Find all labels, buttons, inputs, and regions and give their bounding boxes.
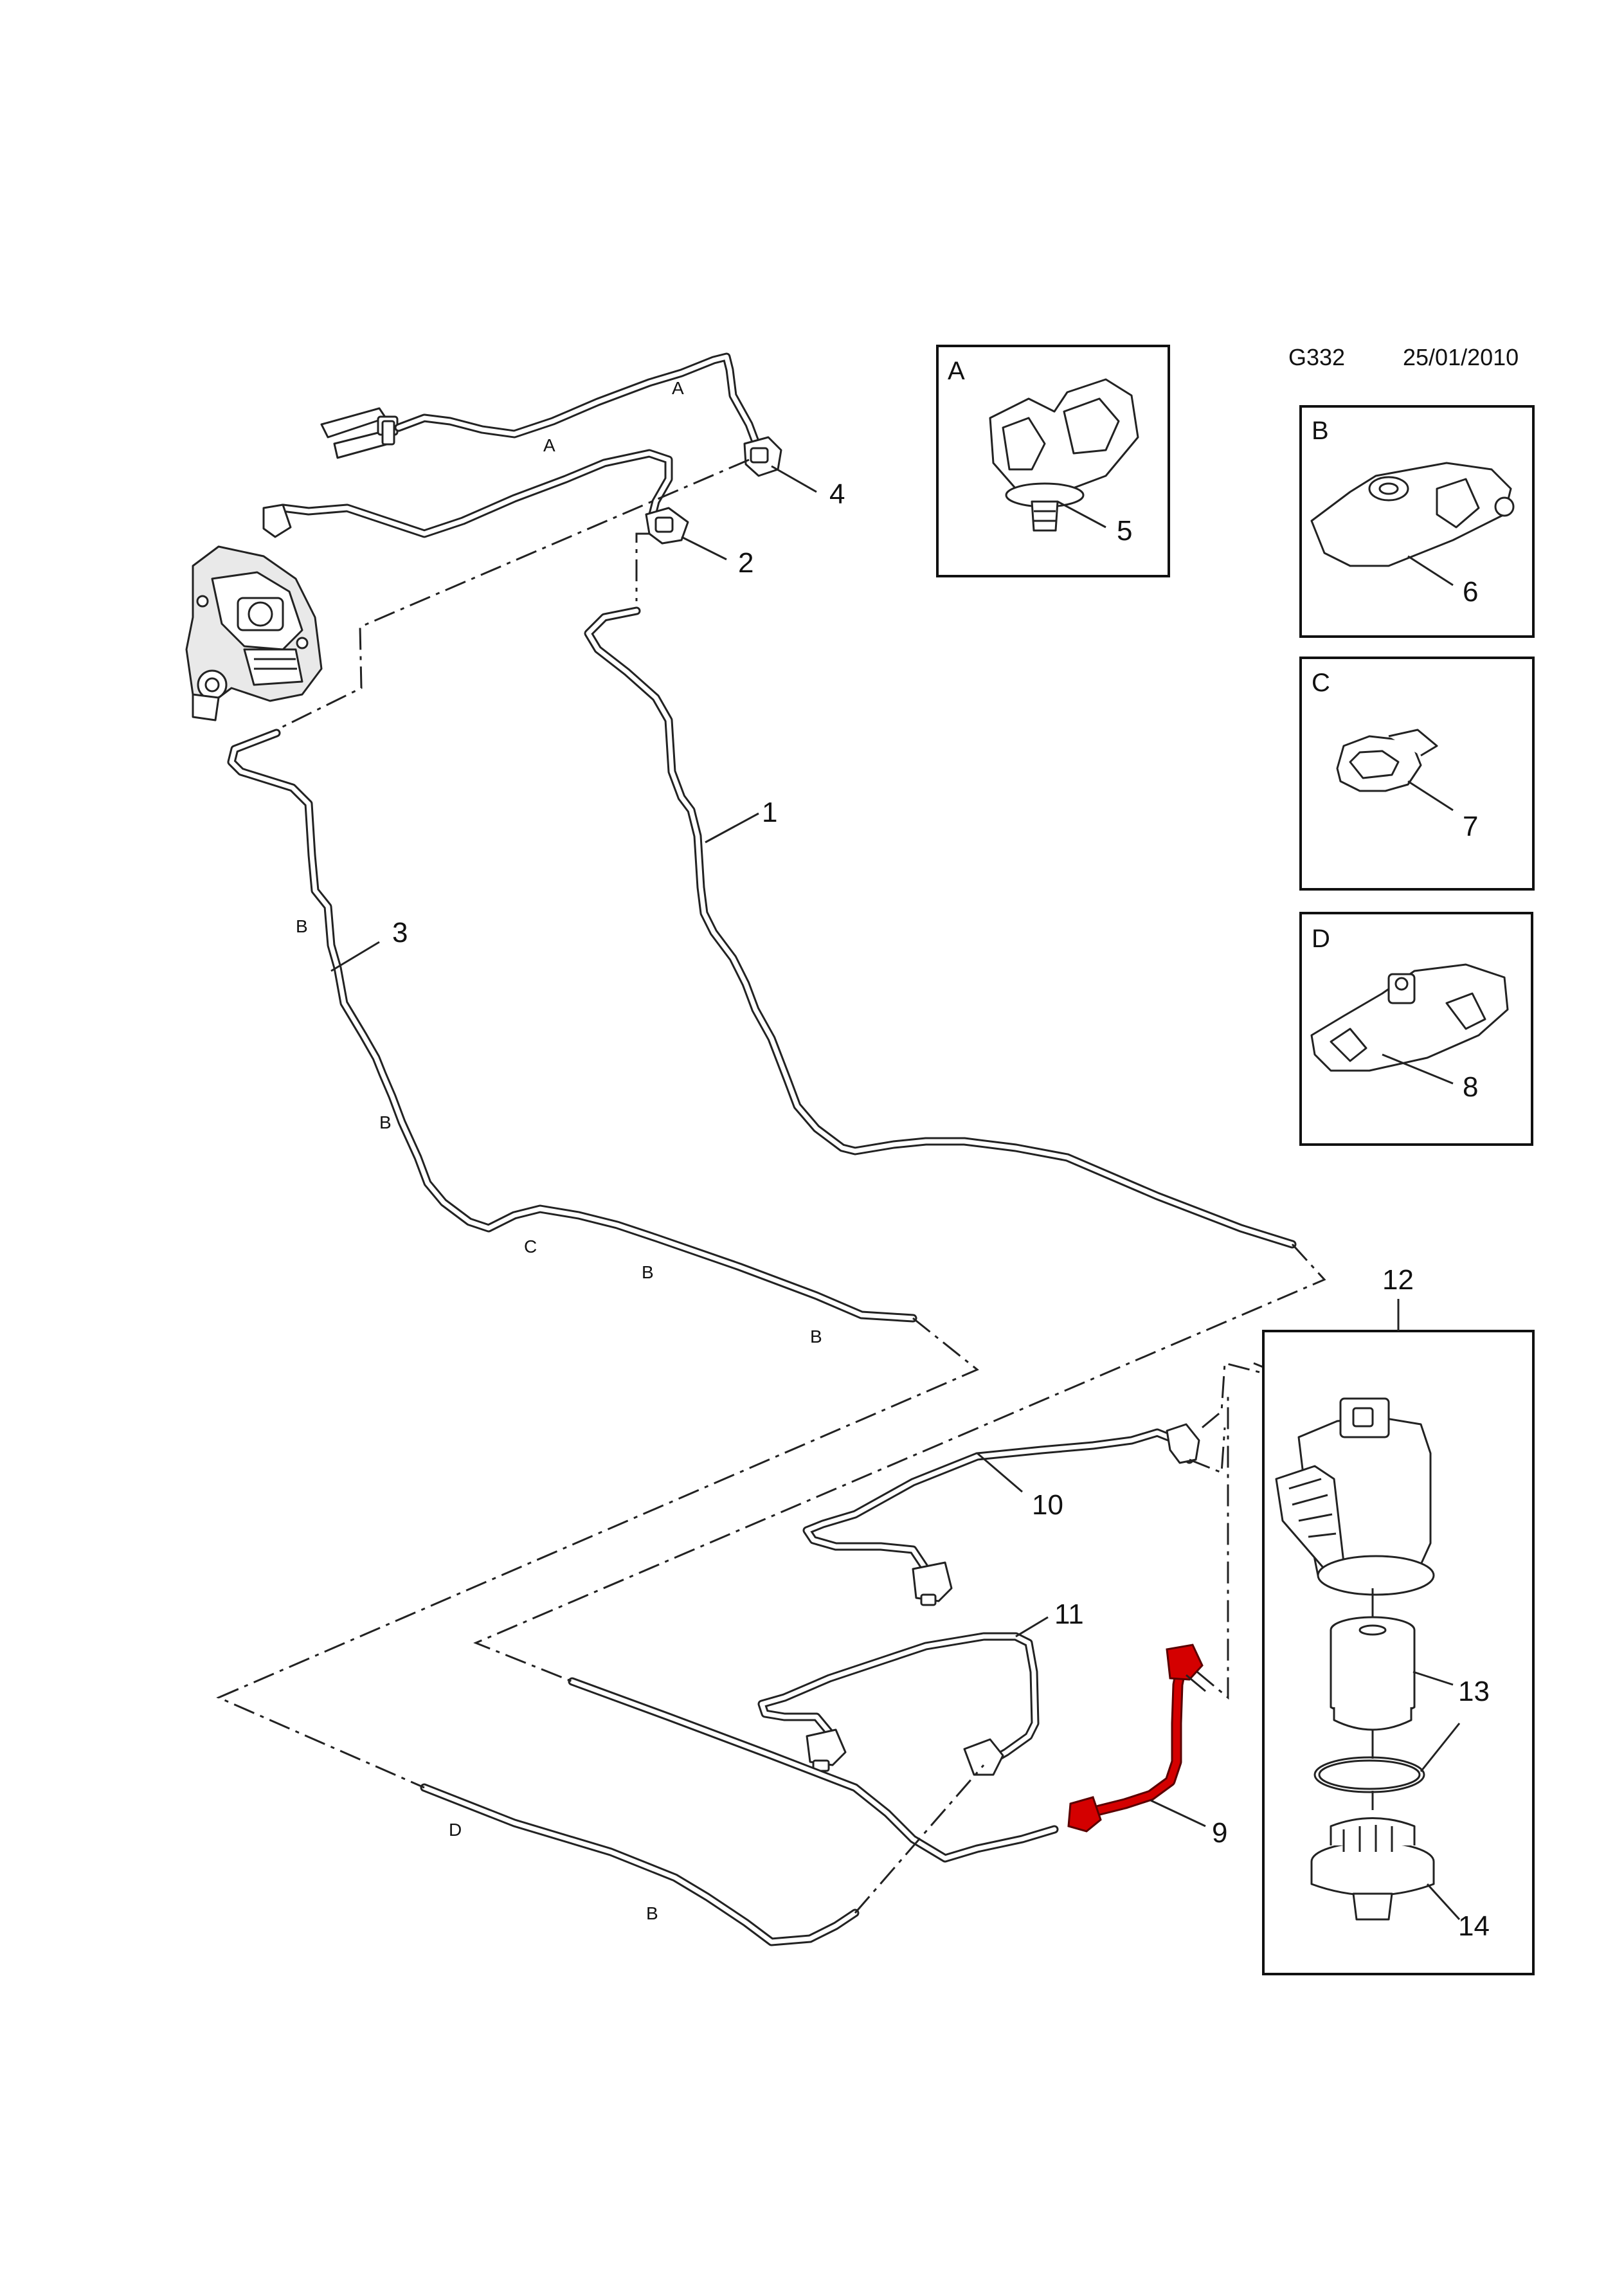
zone-c-low: C [524,1237,537,1256]
callout-9: 9 [1212,1817,1227,1849]
detail-box-a: A [936,345,1170,577]
detail-box-d: D [1299,912,1533,1146]
detail-box-c: C [1299,657,1535,891]
callout-1: 1 [762,797,777,828]
zone-a-upper: A [672,378,684,398]
callout-6: 6 [1463,576,1478,608]
callout-4: 4 [829,478,845,510]
fuel-pipe-11 [757,1632,1040,1770]
zone-b-left: B [296,916,308,936]
callout-7: 7 [1463,811,1478,842]
connector-11b [963,1738,1004,1776]
callout-8: 8 [1463,1071,1478,1103]
detail-box-d-label: D [1312,925,1330,953]
callout-numbers: 1 2 3 4 5 6 7 8 9 10 11 12 13 14 [392,478,1490,1942]
callout-13: 13 [1458,1676,1490,1707]
zone-d-bottom: D [449,1820,462,1840]
callout-12: 12 [1382,1264,1414,1296]
callout-10: 10 [1032,1489,1063,1521]
fuel-filter-box [1262,1330,1535,1975]
callout-11: 11 [1054,1599,1084,1630]
diagram-code: G332 [1288,344,1345,370]
zone-b-mid: B [379,1112,392,1132]
fuel-pipe-10 [802,1428,1194,1602]
injector-connector [320,407,399,459]
lower-pipe-bottom [420,1783,860,1946]
fuel-pipe-1 [584,606,1297,1249]
quick-connector-pump [262,503,292,538]
clip-zone-letters: A A B B C B B D B [296,378,822,1923]
connector-10b [1166,1423,1200,1464]
routing-dash-lines [216,458,1326,1914]
injection-pump [185,545,323,721]
fuel-pipe-3 [227,729,917,1323]
lower-pipe-upper [568,1677,1059,1863]
upper-pipe-a1 [394,352,763,455]
detail-box-c-label: C [1312,669,1330,697]
leader-lines [330,465,1461,1921]
zone-b-low1: B [642,1262,654,1282]
detail-box-a-label: A [948,357,965,385]
zone-b-bottom: B [646,1903,658,1923]
diagram-date: 25/01/2010 [1403,344,1519,370]
detail-box-b: B [1299,405,1535,638]
callout-5: 5 [1117,515,1132,547]
fuel-pipe-9-highlighted [1067,1644,1204,1833]
detail-box-b-label: B [1312,417,1329,445]
callout-3: 3 [392,917,408,948]
connector-11a [806,1728,847,1772]
clip-4 [743,436,782,477]
zone-b-low2: B [810,1327,822,1346]
zone-a-lower: A [543,435,555,455]
connector-10a [912,1561,953,1606]
callout-14: 14 [1458,1910,1490,1942]
callout-2: 2 [738,547,753,579]
upper-pipe-a2 [266,449,673,538]
